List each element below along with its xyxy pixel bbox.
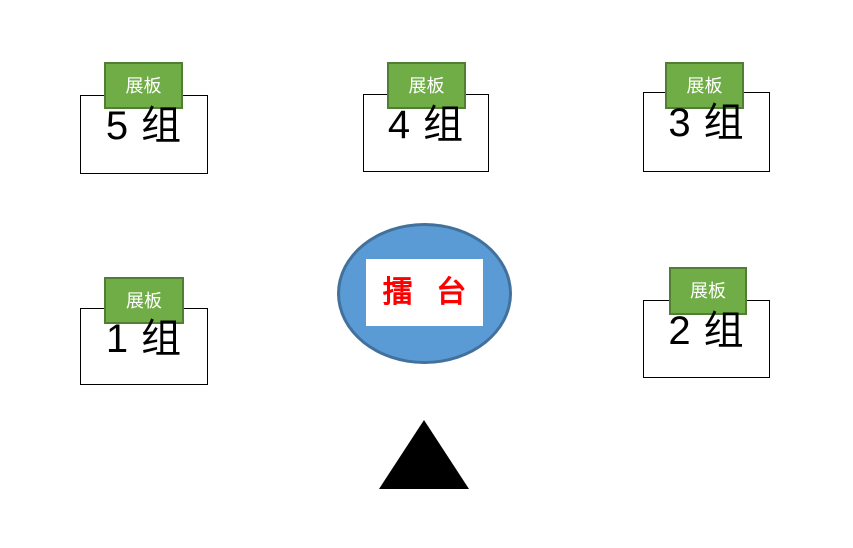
display-board-tag-5: 展板: [104, 62, 183, 109]
group-name-1: 1 组: [105, 317, 183, 361]
group-name-2: 2 组: [668, 309, 745, 353]
group-box-4: 展板 4 组: [363, 62, 489, 172]
display-board-label: 展板: [126, 290, 162, 311]
arena-label-plate: 擂 台: [366, 259, 483, 326]
arena-ellipse: 擂 台: [337, 223, 512, 364]
arena-label: 擂 台: [382, 275, 467, 309]
group-box-2: 展板 2 组: [643, 267, 770, 378]
display-board-label: 展板: [408, 75, 445, 96]
triangle-marker-icon: [379, 420, 469, 489]
display-board-tag-3: 展板: [665, 62, 744, 109]
group-box-5: 展板 5 组: [80, 62, 208, 174]
group-box-1: 展板 1 组: [80, 277, 208, 385]
group-box-3: 展板 3 组: [643, 62, 770, 172]
display-board-label: 展板: [125, 75, 162, 96]
display-board-tag-4: 展板: [387, 62, 466, 109]
group-name-3: 3 组: [668, 101, 745, 145]
display-board-label: 展板: [686, 75, 723, 96]
display-board-tag-1: 展板: [104, 277, 184, 324]
display-board-label: 展板: [690, 281, 726, 301]
group-name-4: 4 组: [387, 103, 465, 147]
group-name-5: 5 组: [105, 104, 183, 148]
display-board-tag-2: 展板: [669, 267, 747, 315]
